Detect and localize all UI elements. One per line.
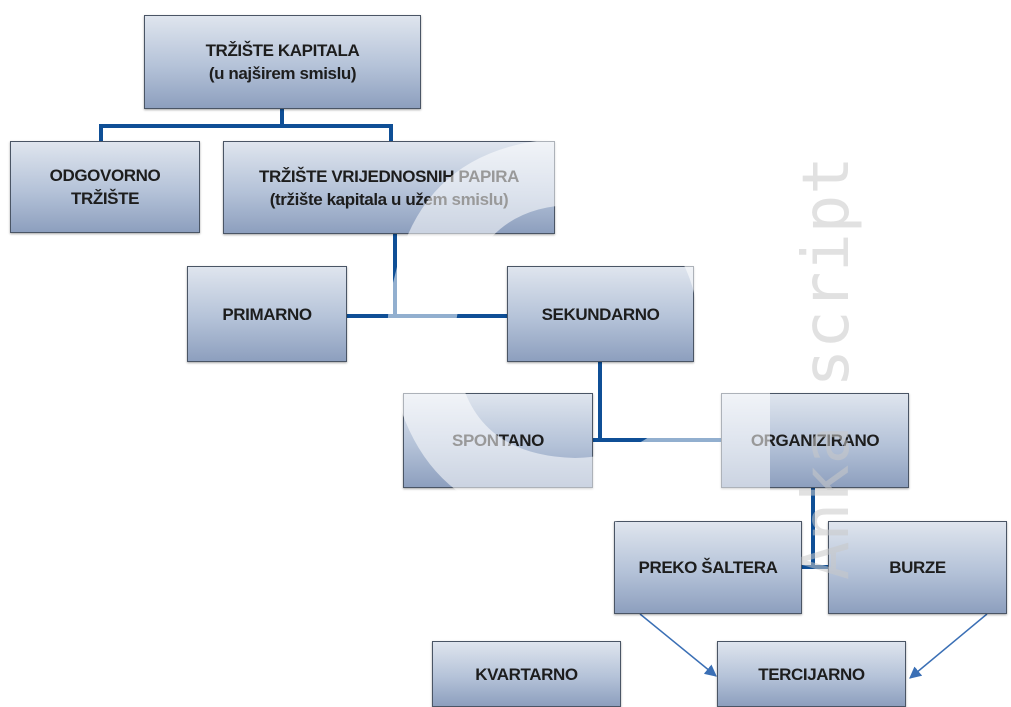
node-primarno: PRIMARNO — [187, 266, 347, 362]
node-primarno-label: PRIMARNO — [222, 304, 312, 324]
node-odgovorno-trziste: ODGOVORNO TRŽIŠTE — [10, 141, 200, 233]
node-organizirano: ORGANIZIRANO — [721, 393, 909, 488]
node-spontano: SPONTANO — [403, 393, 593, 488]
node-tercijarno-label: TERCIJARNO — [758, 664, 865, 684]
node-sekundarno-label: SEKUNDARNO — [541, 304, 660, 324]
node-odgovorno-line1: ODGOVORNO — [49, 166, 161, 185]
node-vrijednosni-line2: (tržište kapitala u užem smislu) — [269, 189, 509, 209]
connector-vrijednosni-children — [346, 234, 508, 318]
node-kvartarno: KVARTARNO — [432, 641, 621, 707]
node-burze-label: BURZE — [889, 558, 946, 577]
arrow-burze-to-tercijarno — [909, 613, 988, 679]
node-burze: BURZE — [828, 521, 1007, 614]
node-preko-saltera: PREKO ŠALTERA — [614, 521, 802, 614]
node-trziste-kapitala-subtitle: (u najširem smislu) — [208, 64, 357, 83]
node-organizirano-label: ORGANIZIRANO — [750, 431, 880, 450]
connector-root-children — [99, 108, 393, 141]
node-trziste-kapitala-title: TRŽIŠTE KAPITALA — [205, 41, 360, 60]
node-spontano-label: SPONTANO — [452, 431, 544, 450]
node-trziste-vrijednosnih-papira: TRŽIŠTE VRIJEDNOSNIH PAPIRA (tržište kap… — [223, 141, 555, 234]
node-vrijednosni-line1: TRŽIŠTE VRIJEDNOSNIH PAPIRA — [259, 166, 519, 186]
node-tercijarno: TERCIJARNO — [717, 641, 906, 707]
connector-organizirano-children — [801, 487, 829, 569]
connector-sekundarno-children — [592, 362, 722, 442]
arrow-preko-saltera-to-tercijarno — [639, 613, 717, 677]
node-odgovorno-line2: TRŽIŠTE — [70, 189, 140, 208]
node-sekundarno: SEKUNDARNO — [507, 266, 694, 362]
node-trziste-kapitala: TRŽIŠTE KAPITALA (u najširem smislu) — [144, 15, 421, 109]
node-preko-saltera-label: PREKO ŠALTERA — [638, 558, 778, 577]
node-kvartarno-label: KVARTARNO — [475, 664, 578, 684]
